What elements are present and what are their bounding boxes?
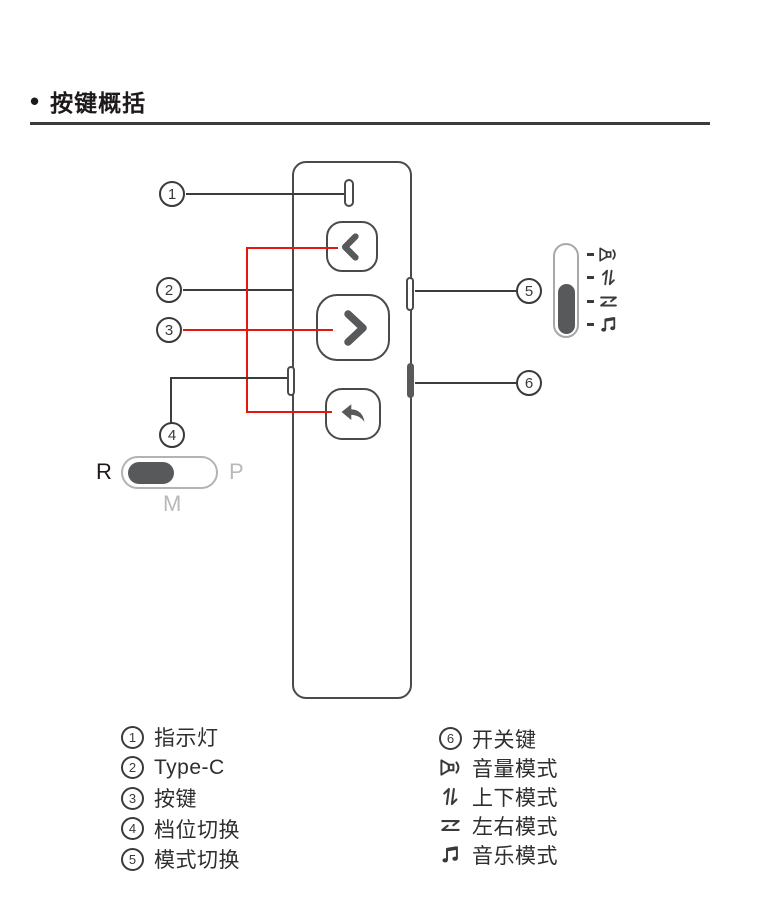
callout-2: 2 (156, 277, 182, 303)
callout-line-3-vertical (246, 247, 248, 413)
legend-item-power: 6 开关键 (439, 724, 558, 753)
leftright-icon (599, 292, 618, 311)
legend-item-leftright-mode: 左右模式 (439, 811, 558, 840)
callout-line-4-vertical (170, 378, 172, 423)
legend-item-typec: 2 Type-C (121, 753, 240, 784)
volume-icon (599, 245, 618, 264)
legend-label-volume-mode: 音量模式 (472, 757, 558, 781)
callout-6-number: 6 (524, 374, 534, 392)
callout-4-number: 4 (167, 426, 177, 444)
callout-1: 1 (159, 181, 185, 207)
legend-item-gear-switch: 4 档位切换 (121, 814, 240, 845)
legend-item-updown-mode: 上下模式 (439, 782, 558, 811)
typec-port-bump (287, 366, 295, 396)
gear-switch-label-r: R (96, 459, 112, 484)
callout-line-3 (183, 329, 333, 331)
legend-label-buttons: 按键 (154, 788, 197, 812)
power-button-bump (407, 363, 414, 398)
mode-tick-updown (587, 276, 594, 279)
callout-1-number: 1 (167, 185, 177, 203)
legend-num-6: 6 (439, 727, 462, 750)
legend-label-music-mode: 音乐模式 (472, 844, 558, 868)
legend-label-typec: Type-C (154, 755, 225, 779)
callout-line-2 (183, 289, 293, 291)
callout-line-6 (415, 382, 516, 384)
callout-line-4-horizontal (170, 377, 291, 379)
chevron-left-icon (334, 229, 370, 265)
legend-item-mode-switch: 5 模式切换 (121, 844, 240, 875)
callout-3: 3 (156, 317, 182, 343)
gear-switch-label-m: M (163, 491, 182, 516)
title-bullet: • (30, 86, 41, 116)
mode-tick-volume (587, 253, 594, 256)
legend-num-2: 2 (121, 756, 144, 780)
legend-num-4: 4 (121, 817, 144, 841)
return-button (325, 388, 381, 440)
legend-label-leftright-mode: 左右模式 (472, 815, 558, 839)
title-underline (30, 122, 710, 125)
legend-num-3: 3 (121, 786, 144, 810)
page-title: • 按键概括 (30, 84, 146, 118)
updown-icon (599, 268, 618, 287)
legend-label-mode-switch: 模式切换 (154, 849, 240, 873)
callout-line-3-top-branch (246, 247, 338, 249)
legend-item-music-mode: 音乐模式 (439, 840, 558, 869)
volume-icon (439, 756, 462, 779)
callout-5-number: 5 (524, 282, 534, 300)
callout-line-3-bottom-branch (246, 411, 332, 413)
legend-item-buttons: 3 按键 (121, 783, 240, 814)
mode-switch-knob (558, 284, 575, 334)
callout-3-number: 3 (164, 321, 174, 339)
callout-line-1 (186, 193, 344, 195)
callout-line-5 (415, 290, 516, 292)
legend-label-updown-mode: 上下模式 (472, 786, 558, 810)
legend-item-volume-mode: 音量模式 (439, 753, 558, 782)
callout-2-number: 2 (164, 281, 174, 299)
indicator-light (344, 179, 354, 207)
legend-item-indicator: 1 指示灯 (121, 722, 240, 753)
legend-left-column: 1 指示灯 2 Type-C 3 按键 4 档位切换 5 模式切换 (121, 722, 240, 875)
previous-button (326, 221, 378, 272)
mode-tick-leftright (587, 300, 594, 303)
leftright-icon (439, 814, 462, 837)
legend-label-indicator: 指示灯 (154, 727, 219, 751)
callout-4: 4 (159, 422, 185, 448)
chevron-right-icon (330, 305, 376, 351)
legend-num-1: 1 (121, 725, 144, 749)
legend-num-5: 5 (121, 847, 144, 871)
legend-label-gear-switch: 档位切换 (154, 818, 240, 842)
gear-switch-label-p: P (229, 459, 244, 484)
updown-icon (439, 785, 462, 808)
return-arrow-icon (337, 398, 369, 430)
callout-6: 6 (516, 370, 542, 396)
gear-switch-knob (128, 462, 174, 484)
mode-tick-music (587, 323, 594, 326)
legend-right-column: 6 开关键 音量模式 上下模式 左右模式 (439, 724, 558, 869)
mode-switch-bump (406, 277, 414, 311)
music-icon (599, 315, 618, 334)
next-button (316, 294, 390, 361)
page-title-text: 按键概括 (50, 90, 147, 116)
legend-label-power: 开关键 (472, 728, 537, 752)
music-icon (439, 843, 462, 866)
callout-5: 5 (516, 278, 542, 304)
